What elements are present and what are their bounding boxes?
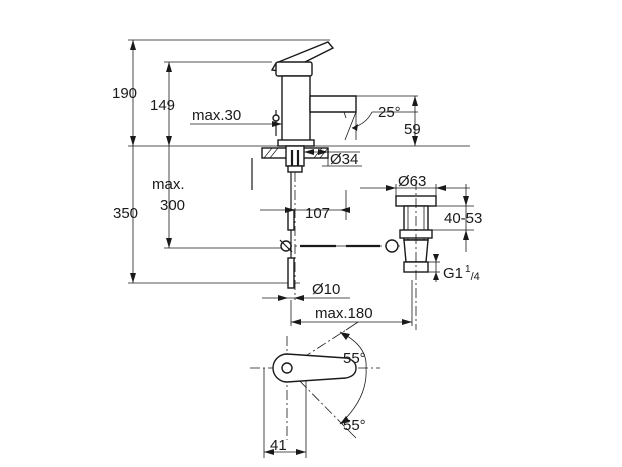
label-40-53: 40-53: [444, 210, 482, 227]
label-350: 350: [113, 205, 138, 222]
spout-angle-annotation: [344, 95, 418, 146]
label-dia10: Ø10: [312, 281, 340, 298]
thread-dimension: [428, 254, 440, 282]
faucet-body: [270, 41, 357, 147]
vertical-dimension-lines: [128, 39, 330, 284]
label-angle-55-top: 55°: [343, 350, 366, 367]
dia10-dimension: [262, 295, 350, 301]
label-300: 300: [160, 197, 185, 214]
label-max: max.: [152, 176, 185, 193]
dia63-dimension: [360, 184, 470, 196]
label-59: 59: [404, 121, 421, 138]
label-107: 107: [305, 205, 330, 222]
label-max30: max.30: [192, 107, 241, 124]
label-angle-25: 25°: [378, 104, 401, 121]
dim-40-53: [432, 184, 474, 252]
label-max180: max.180: [315, 305, 373, 322]
label-41: 41: [270, 437, 287, 454]
label-190: 190: [112, 85, 137, 102]
dia34-dimension: [304, 149, 362, 167]
label-angle-55-bottom: 55°: [343, 417, 366, 434]
label-dia34: Ø34: [330, 151, 358, 168]
label-dia63: Ø63: [398, 173, 426, 190]
counter-section: [251, 145, 329, 300]
top-view: [250, 321, 380, 458]
max30-dimension: [190, 116, 283, 132]
dim-107: [260, 190, 350, 220]
drain-assembly: [279, 180, 437, 330]
label-149: 149: [150, 97, 175, 114]
dim-max180: [290, 280, 413, 326]
